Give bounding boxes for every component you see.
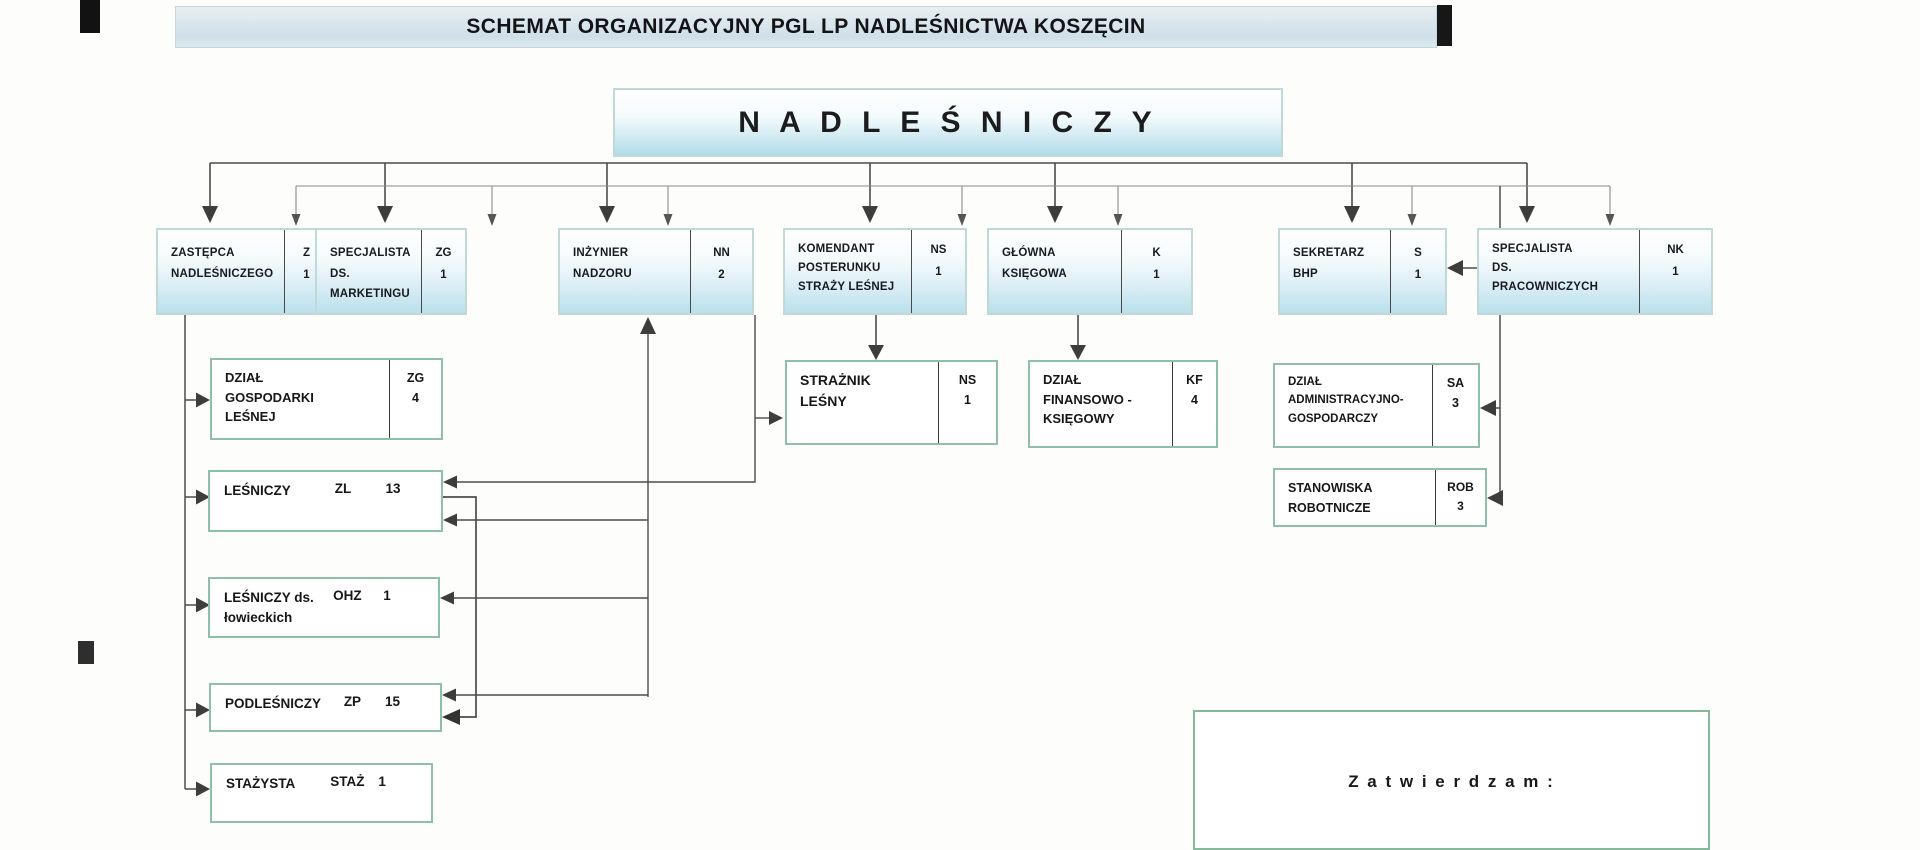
node-count: 4 bbox=[1191, 393, 1198, 407]
node-code: ZG bbox=[435, 247, 452, 259]
node-count: 3 bbox=[1452, 396, 1459, 410]
chart-title-bar: SCHEMAT ORGANIZACYJNY PGL LP NADLEŚNICTW… bbox=[175, 6, 1437, 48]
node-podlesniczy: PODLEŚNICZY ZP 15 bbox=[209, 683, 442, 732]
node-code: ZL bbox=[334, 481, 352, 496]
node-code: ZG bbox=[406, 371, 425, 385]
node-count: 4 bbox=[412, 391, 419, 405]
node-code: NS bbox=[958, 373, 977, 387]
node-count: 1 bbox=[303, 268, 310, 281]
node-nadlesniczy: N A D L E Ś N I C Z Y bbox=[613, 88, 1283, 157]
node-code-column: Z 1 bbox=[284, 230, 328, 313]
node-specjalista-pracowniczych: SPECJALISTA DS. PRACOWNICZYCH NK 1 bbox=[1477, 228, 1713, 315]
node-code-column: ROB 3 bbox=[1435, 470, 1485, 525]
node-count: 1 bbox=[935, 265, 942, 278]
node-code: NK bbox=[1667, 244, 1684, 256]
node-title: STRAŻNIK LEŚNY bbox=[800, 372, 871, 409]
node-dzial-finansowo-ksiegowy: DZIAŁ FINANSOWO - KSIĘGOWY KF 4 bbox=[1028, 360, 1218, 448]
node-title: DZIAŁ FINANSOWO - KSIĘGOWY bbox=[1043, 372, 1132, 426]
node-count: 1 bbox=[378, 774, 386, 789]
scan-artifact-title-right bbox=[1437, 5, 1452, 46]
node-code-column: ZG 1 bbox=[421, 230, 465, 313]
node-title: GŁÓWNA KSIĘGOWA bbox=[1002, 247, 1067, 280]
node-code: ZP bbox=[343, 694, 362, 709]
node-glowna-ksiegowa: GŁÓWNA KSIĘGOWA K 1 bbox=[987, 228, 1193, 315]
node-title: STANOWISKA ROBOTNICZE bbox=[1288, 481, 1373, 515]
node-count: 1 bbox=[1153, 268, 1160, 281]
node-nadlesniczy-label: N A D L E Ś N I C Z Y bbox=[738, 105, 1158, 139]
node-stanowiska-robotnicze: STANOWISKA ROBOTNICZE ROB 3 bbox=[1273, 468, 1487, 527]
node-dzial-gospodarki-lesnej: DZIAŁ GOSPODARKI LEŚNEJ ZG 4 bbox=[210, 358, 443, 440]
node-count: 1 bbox=[1672, 265, 1679, 278]
node-title: KOMENDANT POSTERUNKU STRAŻY LEŚNEJ bbox=[798, 243, 895, 293]
node-count: 1 bbox=[964, 393, 971, 407]
node-zastepca-nadlesniczego: ZASTĘPCA NADLEŚNICZEGO Z 1 bbox=[156, 228, 330, 315]
node-code-column: NS 1 bbox=[938, 362, 996, 443]
node-code: KF bbox=[1186, 373, 1203, 387]
node-code-column: KF 4 bbox=[1172, 362, 1216, 446]
node-code: OHZ bbox=[333, 588, 362, 603]
approval-label: Z a t w i e r d z a m : bbox=[1348, 772, 1555, 791]
node-title: DZIAŁ ADMINISTRACYJNO- GOSPODARCZY bbox=[1288, 376, 1404, 425]
node-lesniczy-lowiecki: LEŚNICZY ds. łowieckich OHZ 1 bbox=[208, 577, 440, 638]
node-title: LEŚNICZY ds. łowieckich bbox=[224, 590, 314, 625]
node-code: STAŻ bbox=[330, 774, 365, 789]
node-title: SPECJALISTA DS. PRACOWNICZYCH bbox=[1492, 243, 1599, 293]
node-code: SA bbox=[1446, 376, 1465, 390]
node-title: PODLEŚNICZY bbox=[225, 696, 322, 711]
node-code-column: SA 3 bbox=[1432, 365, 1478, 446]
node-code: S bbox=[1414, 247, 1422, 259]
node-code: NN bbox=[713, 247, 730, 259]
node-title: STAŻYSTA bbox=[226, 776, 296, 791]
node-count: 3 bbox=[1457, 499, 1464, 514]
node-code: K bbox=[1152, 247, 1161, 259]
node-inzynier-nadzoru: INŻYNIER NADZORU NN 2 bbox=[558, 228, 754, 315]
node-specjalista-marketingu: SPECJALISTA DS. MARKETINGU ZG 1 bbox=[315, 228, 467, 315]
node-title: SPECJALISTA DS. MARKETINGU bbox=[330, 247, 411, 301]
node-code-column: S 1 bbox=[1390, 230, 1445, 313]
node-code: ROB bbox=[1447, 480, 1474, 494]
node-straznik-lesny: STRAŻNIK LEŚNY NS 1 bbox=[785, 360, 998, 445]
node-title: INŻYNIER NADZORU bbox=[573, 247, 632, 280]
node-komendant-strazy: KOMENDANT POSTERUNKU STRAŻY LEŚNEJ NS 1 bbox=[783, 228, 967, 315]
node-code-column: NS 1 bbox=[911, 230, 965, 313]
approval-box: Z a t w i e r d z a m : bbox=[1193, 710, 1710, 850]
node-code-column: NK 1 bbox=[1639, 230, 1711, 313]
node-count: 2 bbox=[718, 268, 725, 281]
node-count: 1 bbox=[440, 268, 447, 281]
node-title: DZIAŁ GOSPODARKI LEŚNEJ bbox=[225, 370, 314, 424]
node-count: 1 bbox=[383, 588, 391, 603]
node-title: ZASTĘPCA NADLEŚNICZEGO bbox=[171, 247, 274, 280]
scan-artifact-top-left bbox=[80, 0, 100, 33]
node-title: LEŚNICZY bbox=[224, 483, 291, 498]
node-lesniczy: LEŚNICZY ZL 13 bbox=[208, 470, 443, 532]
node-count: 15 bbox=[385, 694, 401, 709]
node-dzial-administracyjno-gospodarczy: DZIAŁ ADMINISTRACYJNO- GOSPODARCZY SA 3 bbox=[1273, 363, 1480, 448]
scan-artifact-left-edge bbox=[78, 641, 94, 664]
org-chart-page: SCHEMAT ORGANIZACYJNY PGL LP NADLEŚNICTW… bbox=[78, 0, 1713, 850]
node-stazysta: STAŻYSTA STAŻ 1 bbox=[210, 763, 433, 823]
node-code-column: K 1 bbox=[1121, 230, 1191, 313]
node-code: Z bbox=[302, 247, 311, 259]
node-count: 1 bbox=[1414, 268, 1422, 281]
node-code: NS bbox=[930, 244, 947, 256]
node-count: 13 bbox=[385, 481, 401, 496]
node-code-column: NN 2 bbox=[690, 230, 752, 313]
chart-title: SCHEMAT ORGANIZACYJNY PGL LP NADLEŚNICTW… bbox=[466, 15, 1146, 38]
node-code-column: ZG 4 bbox=[389, 360, 441, 438]
node-title: SEKRETARZ BHP bbox=[1293, 247, 1365, 280]
node-sekretarz-bhp: SEKRETARZ BHP S 1 bbox=[1278, 228, 1447, 315]
